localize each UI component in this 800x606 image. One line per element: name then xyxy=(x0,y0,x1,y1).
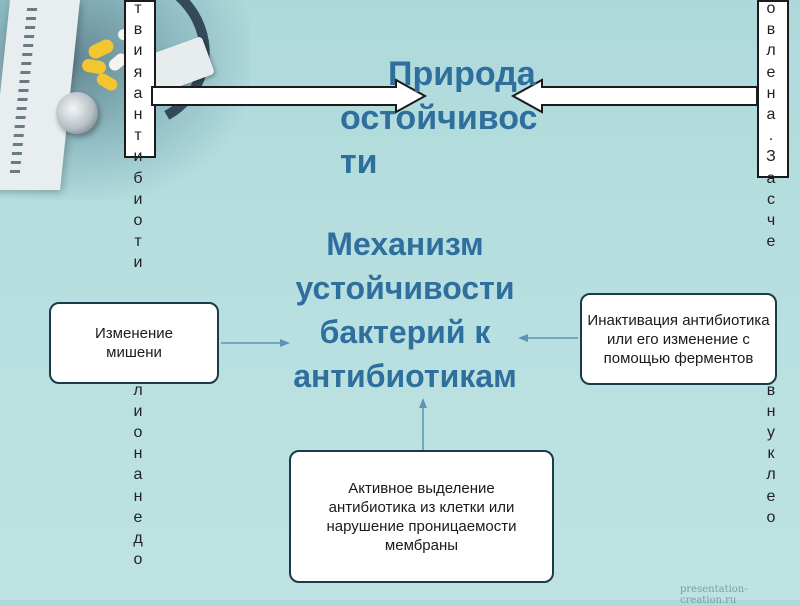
title-line-3: ти xyxy=(340,143,378,181)
vertical-letter: у xyxy=(767,424,775,442)
vertical-letter: З xyxy=(766,148,776,166)
vertical-letter: н xyxy=(766,402,776,420)
left-vertical-box xyxy=(124,0,156,158)
vertical-letter: е xyxy=(766,487,776,505)
vertical-letter: к xyxy=(767,445,775,463)
diagram-title: Природа остойчивос ти xyxy=(340,52,590,184)
vertical-letter: е xyxy=(133,508,143,526)
central-heading-line-4: антибиотикам xyxy=(293,358,517,394)
vertical-letter: о xyxy=(133,212,143,230)
vertical-letter: т xyxy=(134,233,142,251)
central-heading-line-1: Механизм xyxy=(326,226,484,262)
title-line-1: Природа xyxy=(388,55,536,93)
vertical-letter: н xyxy=(133,106,143,124)
vertical-letter: с xyxy=(767,190,775,208)
vertical-letter: в xyxy=(766,381,776,399)
vertical-letter: е xyxy=(766,233,776,251)
vertical-letter: т xyxy=(134,127,142,145)
vertical-letter: н xyxy=(133,445,143,463)
vertical-letter: л xyxy=(766,466,776,484)
vertical-letter xyxy=(130,274,146,295)
vertical-letter: . xyxy=(768,127,774,145)
vertical-letter: о xyxy=(766,0,776,17)
vertical-letter: о xyxy=(133,424,143,442)
central-heading-line-2: устойчивости xyxy=(295,270,515,306)
vertical-letter: л xyxy=(766,42,776,60)
vertical-letter: д xyxy=(133,530,143,548)
enzyme-inactivation-label: Инактивация антибиотика или его изменени… xyxy=(587,311,770,367)
vertical-letter: и xyxy=(133,402,143,420)
title-line-2: остойчивос xyxy=(340,99,538,137)
vertical-letter: а xyxy=(766,169,776,187)
vertical-letter: е xyxy=(766,63,776,81)
vertical-letter: л xyxy=(133,381,143,399)
target-modification-box: Изменение мишени xyxy=(49,302,219,384)
watermark: presentation-creation.ru xyxy=(680,584,748,606)
vertical-letter: о xyxy=(133,551,143,569)
vertical-letter: а xyxy=(133,466,143,484)
vertical-letter: в xyxy=(133,21,143,39)
vertical-letter: и xyxy=(133,254,143,272)
vertical-letter: т xyxy=(134,0,142,17)
right-vertical-box xyxy=(757,0,789,178)
vertical-letter: н xyxy=(766,84,776,102)
vertical-letter: я xyxy=(133,63,143,81)
efflux-permeability-label: Активное выделение антибиотика из клетки… xyxy=(326,479,517,554)
central-heading-line-3: бактерий к xyxy=(319,314,491,350)
vertical-letter: б xyxy=(133,169,143,187)
enzyme-inactivation-box: Инактивация антибиотика или его изменени… xyxy=(580,293,777,385)
vertical-letter: в xyxy=(766,21,776,39)
vertical-letter: ч xyxy=(766,212,776,230)
central-heading: Механизм устойчивости бактерий к антибио… xyxy=(250,222,560,398)
vertical-letter xyxy=(763,274,779,295)
vertical-letter: и xyxy=(133,42,143,60)
vertical-letter: и xyxy=(133,148,143,166)
stethoscope-head-icon xyxy=(56,92,98,134)
vertical-letter: н xyxy=(133,487,143,505)
efflux-permeability-box: Активное выделение антибиотика из клетки… xyxy=(289,450,554,583)
target-modification-label: Изменение мишени xyxy=(95,325,173,361)
vertical-letter: а xyxy=(133,84,143,102)
arrow-bottom-to-center xyxy=(419,398,427,450)
vertical-letter: а xyxy=(766,106,776,124)
vertical-letter: о xyxy=(766,508,776,526)
vertical-letter xyxy=(763,252,779,273)
vertical-letter: и xyxy=(133,190,143,208)
notebook-spiral xyxy=(9,8,38,178)
